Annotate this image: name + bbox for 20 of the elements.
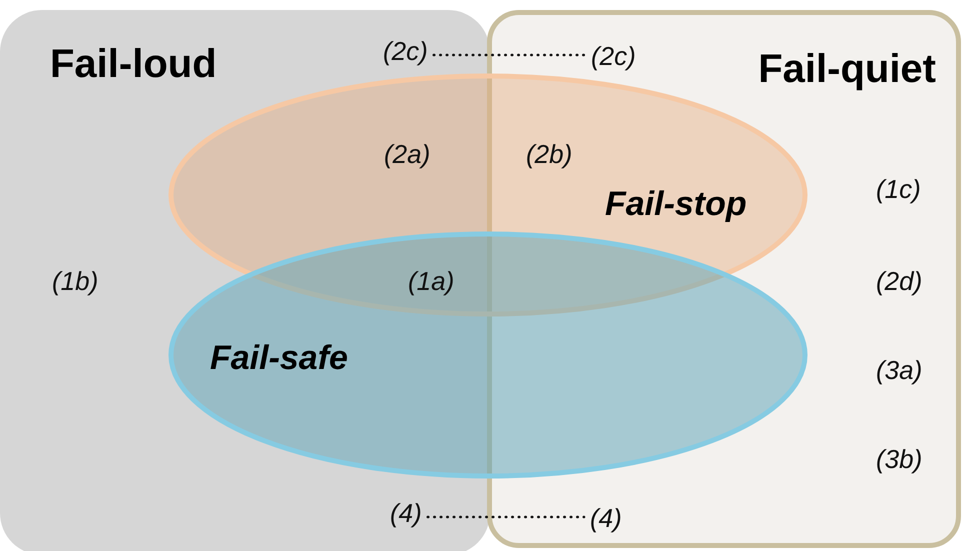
reference-label: (2c) [591, 43, 636, 69]
reference-label: (2d) [876, 268, 922, 294]
set-region [0, 10, 490, 551]
reference-label: (2c) [383, 38, 428, 64]
set-title: Fail-safe [210, 339, 348, 378]
reference-label: (1a) [408, 268, 454, 294]
reference-label: (3a) [876, 357, 922, 383]
set-title: Fail-stop [605, 185, 747, 224]
reference-label: (4) [390, 500, 422, 526]
dotted-line [432, 54, 586, 56]
reference-label: (1c) [876, 176, 921, 202]
reference-label: (2b) [526, 141, 572, 167]
set-title: Fail-quiet [758, 47, 936, 92]
set-region [487, 10, 961, 548]
dotted-line [426, 516, 586, 518]
set-title: Fail-loud [50, 42, 217, 87]
reference-label: (4) [590, 505, 622, 531]
reference-label: (3b) [876, 446, 922, 472]
reference-label: (1b) [52, 268, 98, 294]
reference-label: (2a) [384, 141, 430, 167]
